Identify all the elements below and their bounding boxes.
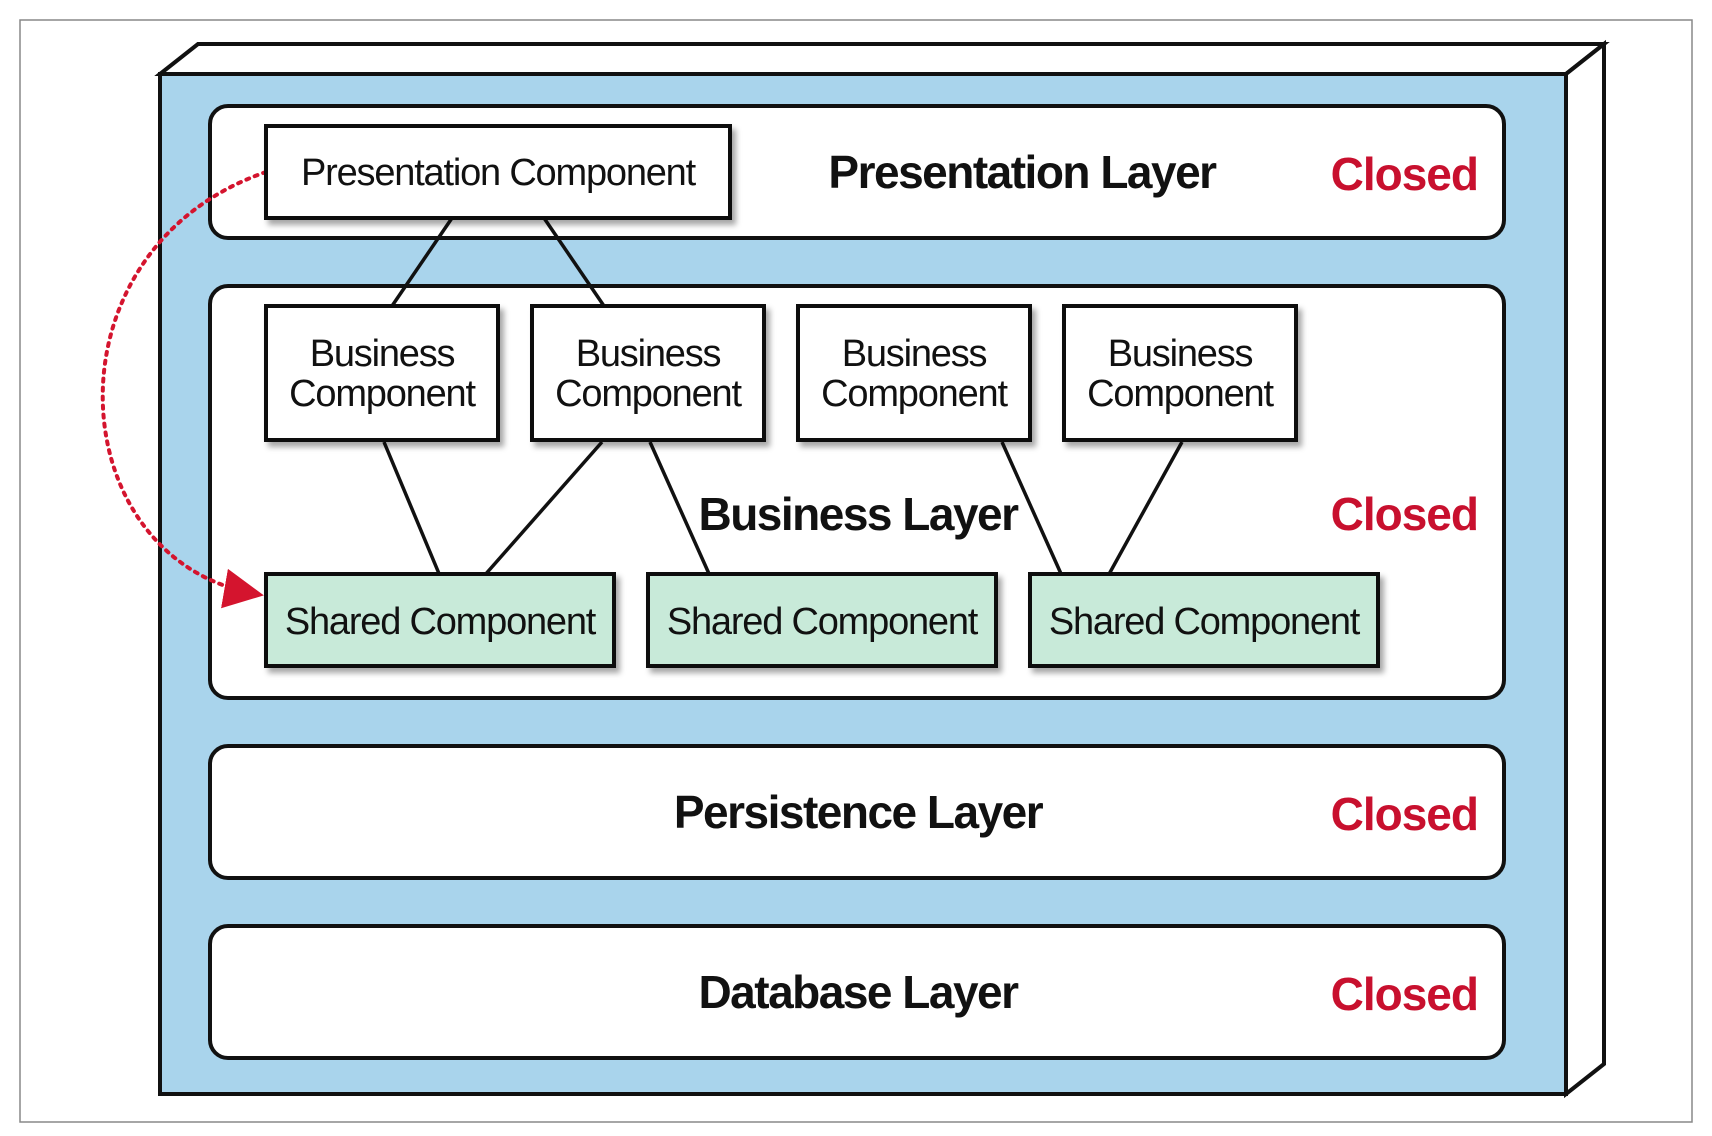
- container-top-face: [154, 42, 1610, 76]
- persistence-layer-box: [208, 744, 1506, 880]
- database-layer-title: Database Layer: [698, 966, 1019, 1018]
- connector-business-1-to-shared-1: [382, 441, 442, 577]
- shared-component: Shared Component: [646, 572, 998, 668]
- connectors: [382, 217, 1184, 578]
- bypass-arrow: [100, 170, 268, 609]
- presentation-component-label: Presentation Component: [301, 152, 697, 194]
- connector-business-3-to-shared-3: [1000, 441, 1064, 577]
- business-component: Business Component: [796, 304, 1032, 442]
- shared-component-label: Shared Component: [285, 601, 597, 643]
- database-layer: Database Layer Closed: [208, 924, 1506, 1060]
- connector-presentation-to-business-2: [542, 217, 606, 307]
- connector-business-2-to-shared-1: [482, 440, 604, 578]
- business-component-label-line1: Business: [842, 333, 987, 375]
- business-component: Business Component: [530, 304, 766, 442]
- business-component-label-line2: Component: [289, 373, 476, 415]
- container-side-face: [1564, 39, 1606, 1099]
- connector-business-4-to-shared-3: [1106, 441, 1184, 577]
- business-component-label-line1: Business: [1108, 333, 1253, 375]
- shared-component-label: Shared Component: [1049, 601, 1361, 643]
- persistence-layer: Persistence Layer Closed: [208, 744, 1506, 880]
- presentation-layer-status: Closed: [1331, 148, 1478, 200]
- business-component-box: [796, 304, 1032, 442]
- persistence-layer-status: Closed: [1331, 788, 1478, 840]
- business-component: Business Component: [1062, 304, 1298, 442]
- shared-component: Shared Component: [1028, 572, 1380, 668]
- business-component-box: [530, 304, 766, 442]
- database-layer-status: Closed: [1331, 968, 1478, 1020]
- business-component-box: [1062, 304, 1298, 442]
- connector-business-2-to-shared-2: [648, 441, 712, 577]
- business-component-label-line1: Business: [576, 333, 721, 375]
- business-component-label-line2: Component: [555, 373, 742, 415]
- shared-component-box: [646, 572, 998, 668]
- business-component: Business Component: [264, 304, 500, 442]
- business-component-label-line2: Component: [1087, 373, 1274, 415]
- presentation-component: Presentation Component: [264, 124, 732, 220]
- database-layer-box: [208, 924, 1506, 1060]
- presentation-component-box: [264, 124, 732, 220]
- business-layer-status: Closed: [1331, 488, 1478, 540]
- connector-presentation-to-business-1: [390, 217, 454, 307]
- business-layer-title: Business Layer: [698, 488, 1019, 540]
- shared-component: Shared Component: [264, 572, 616, 668]
- business-component-label-line2: Component: [821, 373, 1008, 415]
- persistence-layer-title: Persistence Layer: [674, 786, 1044, 838]
- presentation-layer-title: Presentation Layer: [828, 146, 1217, 198]
- business-component-label-line1: Business: [310, 333, 455, 375]
- shared-component-box: [1028, 572, 1380, 668]
- business-component-box: [264, 304, 500, 442]
- shared-component-label: Shared Component: [667, 601, 979, 643]
- shared-component-box: [264, 572, 616, 668]
